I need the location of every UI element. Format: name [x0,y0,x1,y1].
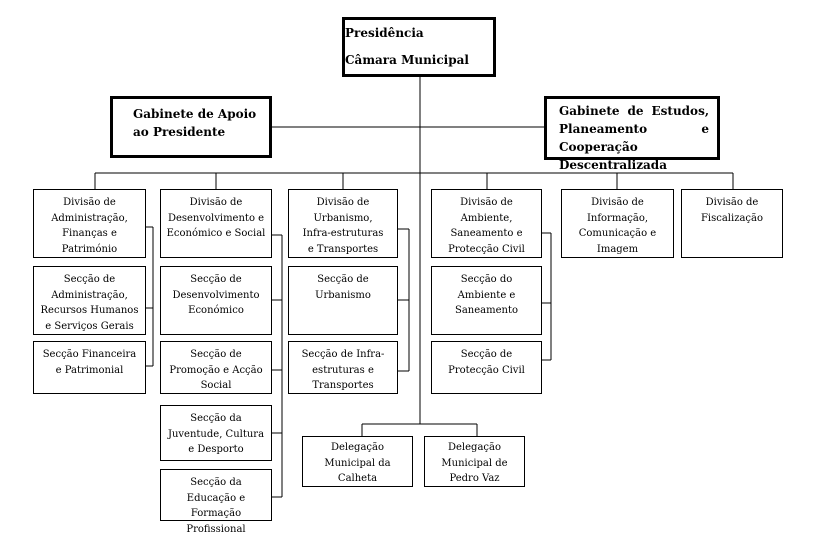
seccao-educacao-label: Secção da Educação e Formação Profission… [186,477,246,535]
presidencia-label: Presidência [345,26,424,40]
seccao-financeira-box: Secção Financeira e Patrimonial [33,341,146,394]
camara-label: Câmara Municipal [345,53,469,67]
seccao-urbanismo-label: Secção de Urbanismo [315,274,371,301]
divisao-administracao-label: Divisão de Administração, Finanças e Pat… [51,197,128,255]
seccao-administracao-rh-label: Secção de Administração, Recursos Humano… [40,274,139,332]
seccao-infra-label: Secção de Infra-estruturas e Transportes [301,349,385,391]
divisao-ambiente-label: Divisão de Ambiente, Saneamento e Protec… [448,197,525,255]
divisao-informacao-box: Divisão de Informação, Comunicação e Ima… [561,189,674,258]
divisao-desenvolvimento-label: Divisão de Desenvolvimento e Económico e… [166,197,266,239]
seccao-infra-box: Secção de Infra-estruturas e Transportes [288,341,398,394]
seccao-urbanismo-box: Secção de Urbanismo [288,266,398,335]
gabinete-apoio-label: Gabinete de Apoio ao Presidente [133,107,257,139]
seccao-juventude-label: Secção da Juventude, Cultura e Desporto [167,413,265,455]
divisao-informacao-label: Divisão de Informação, Comunicação e Ima… [578,197,657,255]
gabinete-estudos-label: Gabinete de Estudos, Planeamento e Coope… [559,104,709,172]
divisao-urbanismo-label: Divisão de Urbanismo, Infra-estruturas e… [302,197,384,255]
divisao-urbanismo-box: Divisão de Urbanismo, Infra-estruturas e… [288,189,398,258]
delegacao-calheta-label: Delegação Municipal da Calheta [324,442,391,484]
divisao-ambiente-box: Divisão de Ambiente, Saneamento e Protec… [431,189,542,258]
divisao-fiscalizacao-box: Divisão de Fiscalização [681,189,783,258]
seccao-promocao-box: Secção de Promoção e Acção Social [160,341,272,394]
seccao-desenvolvimento-economico-label: Secção de Desenvolvimento Económico [172,274,260,316]
seccao-educacao-box: Secção da Educação e Formação Profission… [160,469,272,535]
delegacao-pedro-vaz-label: Delegação Municipal de Pedro Vaz [441,442,508,484]
seccao-proteccao-box: Secção de Protecção Civil [431,341,542,394]
seccao-promocao-label: Secção de Promoção e Acção Social [169,349,263,391]
divisao-desenvolvimento-box: Divisão de Desenvolvimento e Económico e… [160,189,272,258]
divisao-fiscalizacao-label: Divisão de Fiscalização [700,197,764,224]
seccao-ambiente-box: Secção do Ambiente e Saneamento [431,266,542,335]
seccao-juventude-box: Secção da Juventude, Cultura e Desporto [160,405,272,461]
divisao-administracao-box: Divisão de Administração, Finanças e Pat… [33,189,146,258]
gabinete-estudos-box: Gabinete de Estudos, Planeamento e Coope… [544,96,720,172]
delegacao-calheta-box: Delegação Municipal da Calheta [302,436,413,487]
seccao-proteccao-label: Secção de Protecção Civil [448,349,525,376]
seccao-financeira-label: Secção Financeira e Patrimonial [42,349,137,376]
delegacao-pedro-vaz-box: Delegação Municipal de Pedro Vaz [424,436,525,487]
presidencia-box: Presidência Câmara Municipal [342,17,496,77]
seccao-desenvolvimento-economico-box: Secção de Desenvolvimento Económico [160,266,272,335]
seccao-administracao-rh-box: Secção de Administração, Recursos Humano… [33,266,146,335]
gabinete-apoio-box: Gabinete de Apoio ao Presidente [110,96,272,158]
seccao-ambiente-label: Secção do Ambiente e Saneamento [454,274,518,316]
